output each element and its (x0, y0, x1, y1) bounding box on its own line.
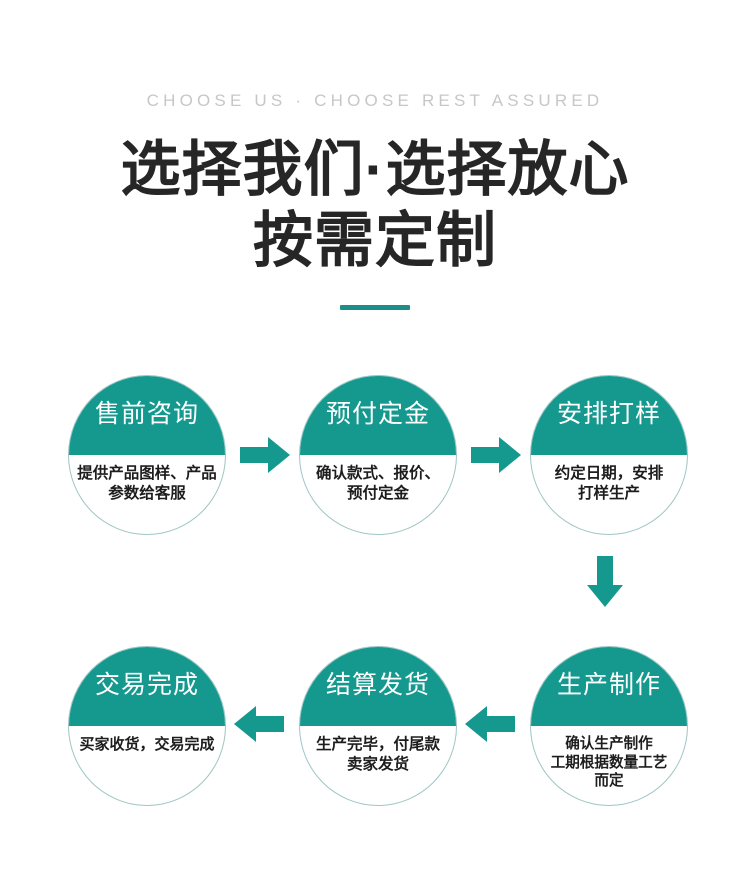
flow-node-header: 安排打样 (531, 376, 687, 455)
flow-node-body: 买家收货，交易完成 (69, 726, 225, 805)
flow-node-description: 生产完毕，付尾款卖家发货 (315, 736, 440, 773)
flow-node-transaction-complete[interactable]: 交易完成 买家收货，交易完成 (68, 646, 226, 806)
flow-node-header: 结算发货 (300, 647, 456, 726)
flow-node-body: 生产完毕，付尾款卖家发货 (300, 726, 456, 805)
flow-node-header: 预付定金 (300, 376, 456, 455)
flow-node-title: 安排打样 (556, 400, 661, 428)
title-divider (340, 305, 410, 311)
arrow-down-icon (586, 556, 624, 608)
page-header: CHOOSE US · CHOOSE REST ASSURED 选择我们·选择放… (0, 0, 750, 311)
flow-node-body: 确认生产制作工期根据数量工艺而定 (531, 726, 687, 805)
flow-node-description: 提供产品图样、产品参数给客服 (77, 465, 217, 502)
flow-node-body: 确认款式、报价、预付定金 (300, 455, 456, 534)
flow-node-presale-consult[interactable]: 售前咨询 提供产品图样、产品参数给客服 (68, 375, 226, 535)
flow-node-title: 结算发货 (325, 671, 430, 699)
header-eyebrow: CHOOSE US · CHOOSE REST ASSURED (146, 91, 604, 110)
flow-node-header: 交易完成 (69, 647, 225, 726)
flow-node-description: 买家收货，交易完成 (79, 736, 215, 753)
flow-node-arrange-sampling[interactable]: 安排打样 约定日期，安排打样生产 (530, 375, 688, 535)
flow-node-description: 确认款式、报价、预付定金 (315, 465, 440, 502)
arrow-left-icon (232, 705, 284, 743)
flow-node-production[interactable]: 生产制作 确认生产制作工期根据数量工艺而定 (530, 646, 688, 806)
flow-node-title: 预付定金 (325, 400, 430, 428)
arrow-left-icon (463, 705, 515, 743)
page-title-line-2: 按需定制 (253, 207, 497, 275)
flow-node-body: 约定日期，安排打样生产 (531, 455, 687, 534)
flow-node-header: 生产制作 (531, 647, 687, 726)
flow-node-settle-ship[interactable]: 结算发货 生产完毕，付尾款卖家发货 (299, 646, 457, 806)
flow-node-title: 交易完成 (94, 671, 199, 699)
flow-node-title: 售前咨询 (94, 400, 199, 428)
title-divider-wrap (0, 297, 750, 311)
flow-node-prepay-deposit[interactable]: 预付定金 确认款式、报价、预付定金 (299, 375, 457, 535)
page-title-line-1: 选择我们·选择放心 (120, 136, 630, 203)
flow-node-title: 生产制作 (556, 671, 661, 699)
flow-node-description: 约定日期，安排打样生产 (554, 465, 664, 502)
flow-node-description: 确认生产制作工期根据数量工艺而定 (550, 736, 668, 790)
process-flow-diagram: 售前咨询 提供产品图样、产品参数给客服 预付定金 确认款式、报价、预付定金 安排… (0, 363, 750, 863)
flow-node-body: 提供产品图样、产品参数给客服 (69, 455, 225, 534)
arrow-right-icon (240, 436, 290, 474)
flow-node-header: 售前咨询 (69, 376, 225, 455)
arrow-right-icon (471, 436, 521, 474)
